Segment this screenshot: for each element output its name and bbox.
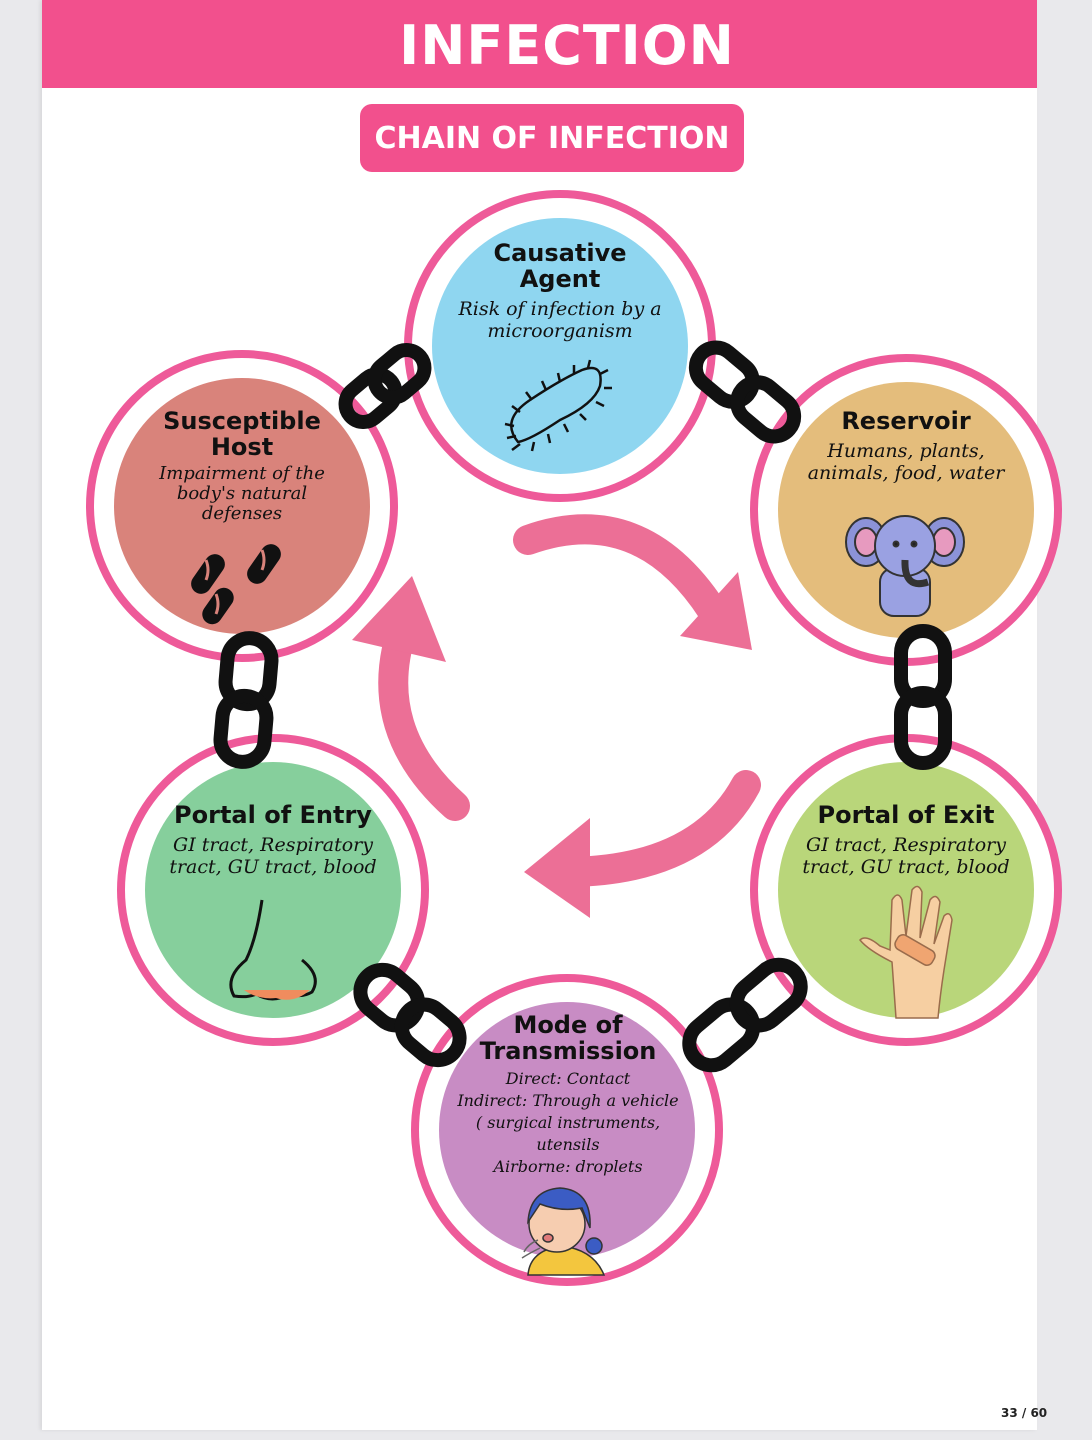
portal-of-entry-label: Portal of Entry GI tract, Respiratory tr… bbox=[154, 802, 392, 878]
nose-icon bbox=[229, 899, 317, 1001]
reservoir-title: Reservoir bbox=[841, 407, 971, 435]
node-susceptible-host bbox=[86, 350, 398, 662]
link-icon-transmission-entry bbox=[353, 962, 467, 1068]
germ-cells-icon bbox=[191, 544, 281, 625]
subtitle-text: CHAIN OF INFECTION bbox=[374, 120, 730, 156]
portal-of-exit-desc: GI tract, Respiratory tract, GU tract, b… bbox=[802, 834, 1010, 878]
portal-of-exit-fill bbox=[778, 762, 1034, 1018]
hand-icon bbox=[858, 885, 953, 1019]
arrow-left bbox=[352, 576, 470, 821]
causative-agent-desc: Risk of infection by a microorganism bbox=[458, 298, 662, 342]
chain-links bbox=[213, 340, 952, 1073]
mode-of-transmission-title: Mode of Transmission bbox=[479, 1011, 657, 1065]
node-portal-of-entry bbox=[117, 734, 429, 1046]
node-portal-of-exit bbox=[750, 734, 1062, 1046]
susceptible-host-fill bbox=[114, 378, 370, 634]
susceptible-host-title: Susceptible Host bbox=[163, 407, 321, 461]
susceptible-host-label: Susceptible Host Impairment of the body'… bbox=[142, 408, 342, 524]
reservoir-fill bbox=[778, 382, 1034, 638]
causative-agent-title: Causative Agent bbox=[493, 239, 627, 293]
portal-of-exit-title: Portal of Exit bbox=[817, 801, 995, 829]
subtitle-badge: CHAIN OF INFECTION bbox=[360, 104, 744, 172]
reservoir-label: Reservoir Humans, plants, animals, food,… bbox=[790, 408, 1022, 484]
node-reservoir bbox=[750, 354, 1062, 666]
arrow-top-right bbox=[513, 514, 752, 650]
link-icon-exit-transmission bbox=[682, 957, 808, 1073]
mode-of-transmission-label: Mode of Transmission Direct: Contact Ind… bbox=[452, 1012, 684, 1178]
page-number: 33 / 60 bbox=[1001, 1406, 1048, 1420]
sneezing-person-icon bbox=[521, 1187, 606, 1276]
elephant-icon bbox=[845, 515, 965, 617]
link-icon-entry-host bbox=[213, 631, 279, 769]
node-mode-of-transmission bbox=[411, 974, 723, 1286]
arrow-bottom bbox=[524, 770, 761, 918]
chain-diagram bbox=[86, 190, 1062, 1286]
susceptible-host-desc: Impairment of the body's natural defense… bbox=[159, 463, 325, 524]
reservoir-desc: Humans, plants, animals, food, water bbox=[807, 440, 1005, 484]
page-title: INFECTION bbox=[399, 14, 735, 77]
bacteria-icon bbox=[504, 359, 612, 452]
mode-of-transmission-desc: Direct: Contact Indirect: Through a vehi… bbox=[457, 1069, 679, 1176]
link-icon-agent-host bbox=[338, 343, 432, 429]
portal-of-entry-title: Portal of Entry bbox=[174, 801, 372, 829]
causative-agent-fill bbox=[432, 218, 688, 474]
portal-of-exit-label: Portal of Exit GI tract, Respiratory tra… bbox=[786, 802, 1026, 878]
link-icon-agent-reservoir bbox=[688, 340, 802, 444]
mode-of-transmission-fill bbox=[439, 1002, 695, 1258]
title-banner: INFECTION bbox=[42, 0, 1037, 88]
link-icon-reservoir-exit bbox=[894, 624, 952, 770]
causative-agent-label: Causative Agent Risk of infection by a m… bbox=[450, 240, 670, 342]
portal-of-entry-desc: GI tract, Respiratory tract, GU tract, b… bbox=[169, 834, 377, 878]
portal-of-entry-fill bbox=[145, 762, 401, 1018]
cycle-arrows bbox=[352, 514, 761, 918]
